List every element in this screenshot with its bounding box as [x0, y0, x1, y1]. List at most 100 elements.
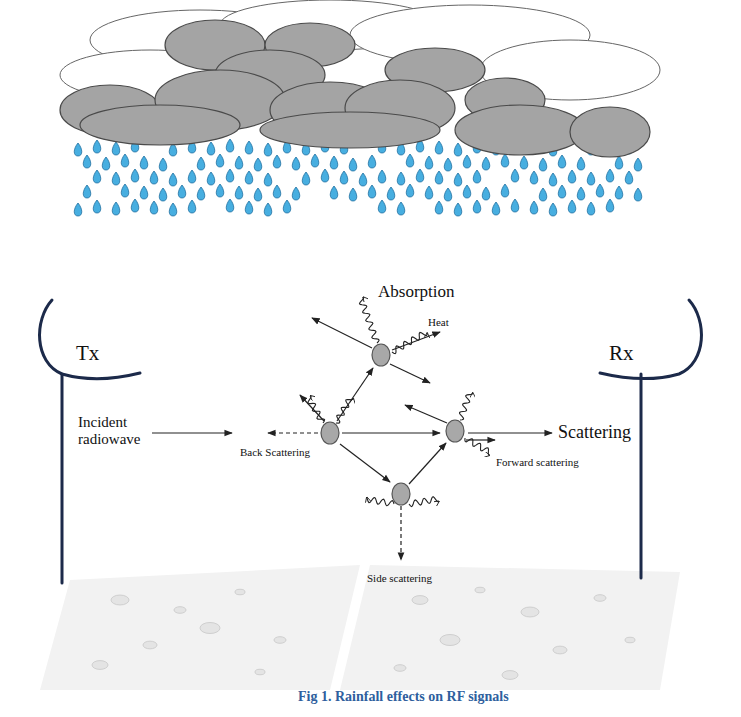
raindrop	[606, 199, 614, 212]
raindrop	[264, 173, 272, 186]
absorption-wave	[409, 497, 439, 507]
raindrop	[83, 155, 91, 168]
raindrop	[568, 200, 576, 213]
puddle	[143, 641, 157, 649]
raindrop	[549, 203, 557, 216]
raindrop	[245, 171, 253, 184]
raindrop	[444, 188, 452, 201]
raindrop	[577, 187, 585, 200]
raindrop	[501, 154, 509, 167]
raindrop	[159, 188, 167, 201]
raindrop	[473, 170, 481, 183]
figure-label: Forward scattering	[496, 456, 579, 468]
raindrop	[435, 141, 443, 154]
raindrop	[131, 199, 139, 212]
puddle	[255, 669, 265, 675]
raindrop	[539, 188, 547, 201]
raindrop	[273, 185, 281, 198]
raindrop	[235, 156, 243, 169]
raindrop	[330, 156, 338, 169]
raindrop	[463, 185, 471, 198]
puddle	[200, 623, 220, 634]
raindrop	[112, 172, 120, 185]
raindrop	[378, 170, 386, 183]
raindrop	[273, 155, 281, 168]
raindrop	[131, 169, 139, 182]
raindrop	[169, 203, 177, 216]
raindrop	[74, 143, 82, 156]
antenna	[40, 300, 702, 583]
raindrop	[197, 187, 205, 200]
raindrop	[501, 184, 509, 197]
puddle	[111, 595, 129, 605]
raindrop	[121, 154, 129, 167]
raindrop	[539, 158, 547, 171]
puddle	[412, 596, 428, 605]
raindrop	[634, 158, 642, 171]
raindrop	[397, 172, 405, 185]
raindrop	[235, 186, 243, 199]
raindrop	[359, 173, 367, 186]
raindrop	[83, 185, 91, 198]
rain-cloud	[60, 20, 650, 157]
raindrop	[549, 173, 557, 186]
raindrop	[587, 172, 595, 185]
raindrop	[397, 202, 405, 215]
raindrop	[482, 157, 490, 170]
raindrop	[188, 170, 196, 183]
puddle	[235, 589, 245, 595]
raindrop	[406, 154, 414, 167]
raindrop	[511, 169, 519, 182]
puddle	[594, 595, 606, 602]
raindrop	[74, 203, 82, 216]
raindrop	[368, 155, 376, 168]
raindrop	[207, 172, 215, 185]
puddle	[553, 646, 567, 654]
raindrop	[245, 141, 253, 154]
raindrop	[178, 185, 186, 198]
figure-label: Tx	[76, 342, 99, 365]
raindrop	[121, 184, 129, 197]
raindrop	[112, 142, 120, 155]
raindrop	[454, 173, 462, 186]
raindrop	[340, 171, 348, 184]
absorption-wave	[465, 438, 490, 455]
puddle	[521, 607, 539, 617]
raindrop	[207, 142, 215, 155]
raindrop	[254, 188, 262, 201]
raindrop	[254, 158, 262, 171]
raindrop	[463, 155, 471, 168]
figure-label: Incident radiowave	[78, 414, 162, 447]
raindrop	[435, 201, 443, 214]
raindrop	[216, 154, 224, 167]
cloud-outline	[60, 0, 660, 100]
raindrop	[530, 201, 538, 214]
raindrop	[264, 143, 272, 156]
raindrop	[596, 184, 604, 197]
puddle	[174, 607, 186, 614]
raindrop	[169, 173, 177, 186]
raindrop	[425, 156, 433, 169]
raindrop	[321, 169, 329, 182]
raindrop	[558, 185, 566, 198]
raindrop	[93, 200, 101, 213]
wet-ground	[40, 565, 680, 690]
raindrop	[140, 186, 148, 199]
raindrop	[492, 202, 500, 215]
absorption-wave	[308, 396, 325, 423]
raindrop	[473, 200, 481, 213]
absorption-wave	[460, 393, 473, 420]
raindrop	[425, 186, 433, 199]
figure-label: Absorption	[378, 283, 455, 302]
raindrop	[264, 203, 272, 216]
puddle	[92, 661, 108, 670]
raindrop	[634, 188, 642, 201]
raindrop	[283, 200, 291, 213]
raindrop	[93, 170, 101, 183]
raindrop	[482, 187, 490, 200]
raindrop	[140, 156, 148, 169]
raindrop	[416, 169, 424, 182]
raindrop	[520, 156, 528, 169]
puddle	[274, 637, 286, 644]
raindrop	[197, 157, 205, 170]
